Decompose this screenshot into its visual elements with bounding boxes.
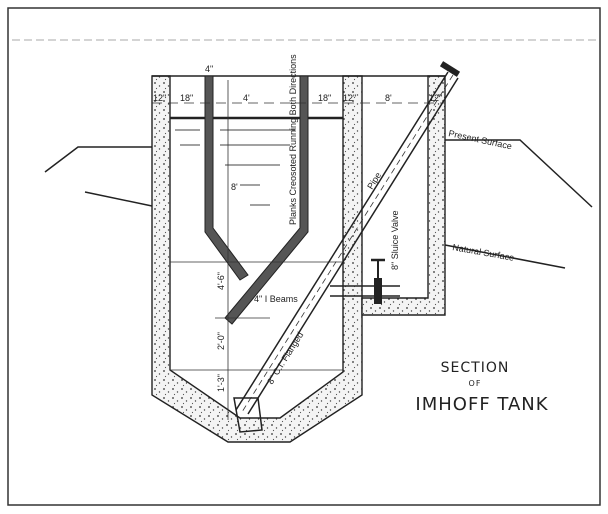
sludge-pipe xyxy=(233,61,461,433)
dim-top-pipe: 4" xyxy=(205,64,213,74)
dimension-labels: 4" 12" 18" 4' 18" 12" 8' 12" 8' 4'-6" 2'… xyxy=(153,64,442,392)
dim-left-flow: 18" xyxy=(180,93,193,103)
branch-pipe xyxy=(330,285,400,297)
dim-mid-wall: 12" xyxy=(343,93,356,103)
sluice-valve-label: 8" Sluice Valve xyxy=(390,210,400,270)
dim-right-wall: 12" xyxy=(429,93,442,103)
sluice-valve-icon xyxy=(371,258,385,304)
frame-border xyxy=(7,7,601,506)
natural-surface-label: Natural Surface xyxy=(452,242,515,263)
drawing-title: SECTION OF IMHOFF TANK xyxy=(415,360,548,415)
cast-iron-pipe-label: 8" C.I. Flanged xyxy=(265,330,305,386)
dim-hopper-bottom: 1'-3" xyxy=(216,374,226,392)
planks-label: Planks Creosoted Running Both Directions xyxy=(288,54,298,225)
ground-right xyxy=(444,139,593,269)
right-baffle xyxy=(224,75,309,325)
dim-depth-upper: 8' xyxy=(231,182,238,192)
dim-hopper-mid: 2'-0" xyxy=(216,332,226,350)
dimension-lines xyxy=(152,80,445,420)
left-baffle xyxy=(204,75,249,281)
dim-slot-height: 4'-6" xyxy=(216,272,226,290)
beams-label: 4" I Beams xyxy=(254,294,298,304)
dim-chamber: 8' xyxy=(385,93,392,103)
dim-channel: 4' xyxy=(243,93,250,103)
title-line-2: OF xyxy=(469,379,482,388)
dim-right-flow: 18" xyxy=(318,93,331,103)
water-hatching xyxy=(175,129,295,206)
title-line-1: SECTION xyxy=(441,360,510,376)
dim-left-wall: 12" xyxy=(153,93,166,103)
ground-left xyxy=(44,146,153,207)
present-surface-label: Present Surface xyxy=(448,128,513,151)
title-line-3: IMHOFF TANK xyxy=(415,394,548,415)
